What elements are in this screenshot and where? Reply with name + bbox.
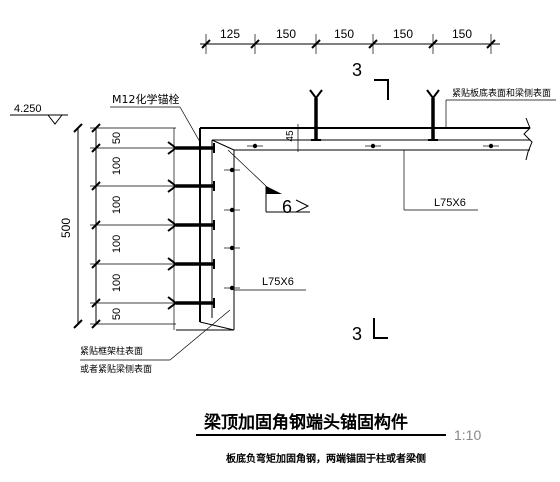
side-dim-tick-2 (91, 181, 101, 191)
note-right-callout: 紧贴板底表面和梁侧表面 (445, 87, 556, 128)
weld-symbol: 6 (227, 149, 310, 217)
top-dim-tick-4 (428, 39, 438, 49)
bolt-callout: M12化学锚栓 (110, 92, 201, 143)
angle-label-side-callout: L75X6 (234, 276, 306, 291)
bolt-tail-icon (167, 257, 178, 271)
top-dim-5: 150 (452, 27, 472, 41)
bolt-label: M12化学锚栓 (112, 92, 180, 106)
section-cut-mark-lower (373, 318, 388, 339)
side-dim-1: 50 (111, 132, 123, 144)
top-dim-3: 150 (334, 27, 354, 41)
note-left-line1: 紧贴框架柱表面 (80, 345, 143, 357)
drawing-title: 梁顶加固角钢端头锚固构件 (203, 412, 408, 433)
section-marker-upper: 3 (352, 60, 389, 100)
side-dim-5: 100 (111, 274, 123, 292)
section-number-lower: 3 (352, 324, 362, 344)
gap-dim-value: 45 (285, 130, 296, 142)
side-dimension-chain: 50 100 100 100 100 50 500 (59, 123, 176, 329)
side-dim-4: 100 (111, 235, 123, 253)
total-height: 500 (59, 218, 73, 238)
note-left-line2: 或者紧贴梁侧表面 (80, 363, 152, 375)
elevation-marker: 4.250 (10, 103, 68, 125)
section-cut-mark-upper (374, 79, 389, 100)
side-dim-tick-3 (91, 220, 101, 230)
top-dim-4: 150 (393, 27, 413, 41)
angle-label-top: L75X6 (434, 197, 466, 209)
note-right: 紧贴板底表面和梁侧表面 (452, 87, 551, 99)
total-dim-tick-top (73, 123, 83, 133)
top-dim-tick-0 (201, 39, 211, 49)
top-anchor-bolt (426, 89, 440, 141)
top-dim-tick-2 (311, 39, 321, 49)
bolt-tail-icon (167, 179, 178, 193)
top-anchor-bolt (309, 89, 323, 141)
top-dim-2: 150 (276, 27, 296, 41)
top-dim-1: 125 (220, 27, 240, 41)
break-line (523, 117, 533, 161)
side-anchor-bolts (167, 141, 215, 310)
total-dim-tick-bottom (73, 319, 83, 329)
side-anchor-bolt (167, 218, 215, 232)
note-left-callout: 紧贴框架柱表面 或者紧贴梁侧表面 (80, 309, 231, 375)
elevation-value: 4.250 (14, 103, 42, 115)
top-dim-tick-1 (250, 39, 260, 49)
side-anchor-bolt (167, 296, 215, 310)
bolt-tail-icon (167, 218, 178, 232)
side-dim-tick-5 (91, 298, 101, 308)
side-dim-tick-4 (91, 259, 101, 269)
bolt-tail-icon (167, 141, 178, 155)
weld-leader (227, 149, 267, 187)
title-block: 梁顶加固角钢端头锚固构件 1:10 板底负弯矩加固角钢，两端锚固于柱或者梁侧 (196, 412, 481, 465)
top-dim-tick-5 (486, 39, 496, 49)
gap-dimension: 45 (285, 124, 299, 152)
bolt-tail-icon (167, 296, 178, 310)
angle-vertical-bottom (199, 321, 235, 331)
section-number-upper: 3 (352, 60, 362, 80)
angle-label-top-callout: L75X6 (403, 150, 478, 211)
side-dim-tick-1 (91, 143, 101, 153)
side-anchor-bolt (167, 179, 215, 193)
section-marker-lower: 3 (352, 318, 388, 344)
drawing-subtitle: 板底负弯矩加固角钢，两端锚固于柱或者梁侧 (226, 452, 426, 465)
weld-size: 6 (282, 197, 292, 217)
top-dim-tick-3 (368, 39, 378, 49)
bolt-tail-icon (309, 89, 323, 100)
steel-angle-section (176, 117, 533, 331)
bolt-centerline-dots (224, 143, 499, 291)
bolt-leader (179, 106, 201, 143)
drawing-scale: 1:10 (454, 427, 481, 443)
elevation-triangle (47, 114, 63, 125)
side-anchor-bolt (167, 141, 215, 155)
side-dim-tick-0 (91, 123, 101, 133)
side-dim-tick-6 (91, 319, 101, 329)
weld-tail-icon (295, 199, 310, 213)
side-dim-2: 100 (111, 157, 123, 175)
bolt-tail-icon (426, 89, 440, 100)
top-anchor-bolts (309, 89, 440, 141)
top-dimension-chain: 125 150 150 150 150 (200, 27, 500, 54)
note-left-leader (169, 309, 231, 361)
angle-label-side: L75X6 (262, 276, 294, 288)
side-anchor-bolt (167, 257, 215, 271)
weld-flag-icon (266, 186, 282, 194)
side-dim-3: 100 (111, 196, 123, 214)
angle-corner-diag (211, 139, 235, 151)
side-dim-6: 50 (111, 308, 123, 320)
